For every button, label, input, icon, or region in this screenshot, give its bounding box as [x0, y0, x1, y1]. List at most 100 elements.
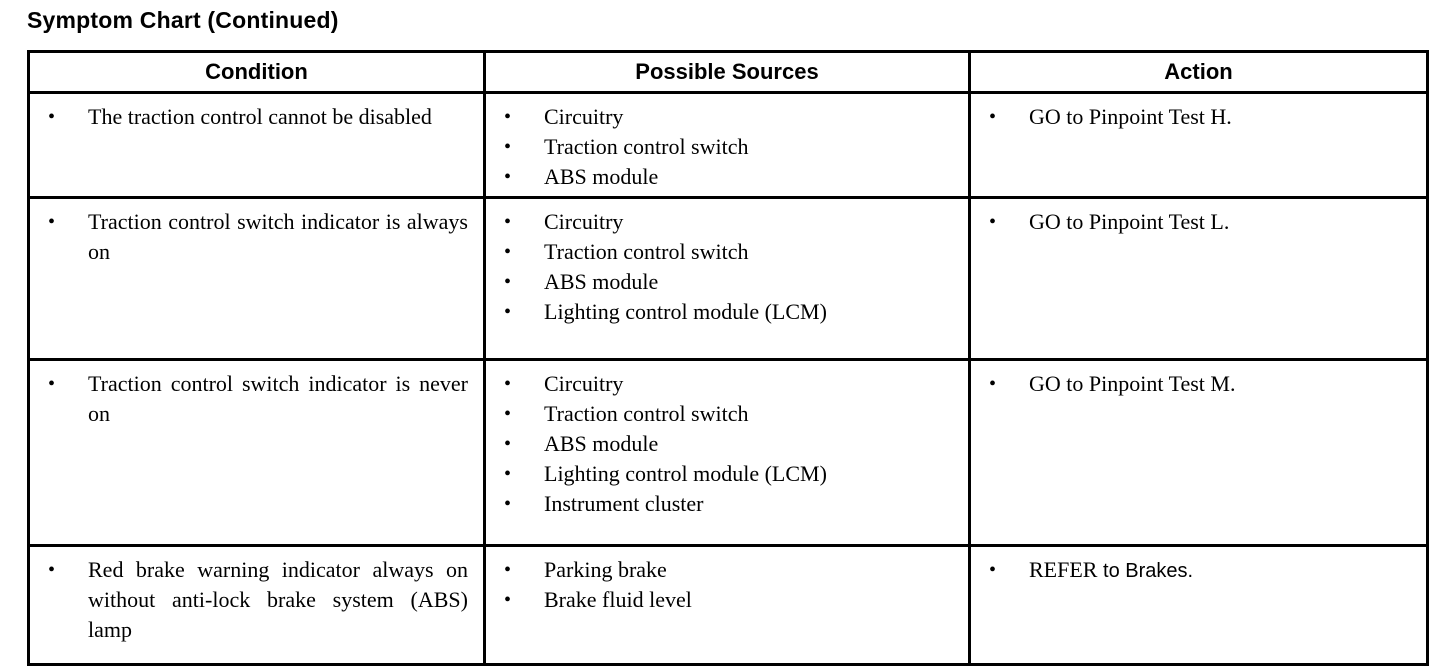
list-item-text: Traction control switch [544, 239, 749, 264]
list-item-text: The traction control cannot be disabled [88, 104, 432, 129]
bullet-icon: • [504, 301, 512, 323]
list-item-text: Red brake warning indicator always on wi… [88, 557, 468, 642]
list-item: • Traction control switch [486, 237, 962, 267]
table-row: • Traction control switch indicator is al… [27, 196, 1429, 361]
table-header: Condition Possible Sources Action [27, 50, 1429, 94]
cell-possible-sources: •Circuitry • Traction control switch • ABS m… [483, 91, 971, 199]
list-item: • Red brake warning indicator always on w… [30, 555, 477, 645]
list-item: • ABS module [486, 267, 962, 297]
cell-action: • GO to Pinpoint Test H. [968, 91, 1429, 199]
bullet-list: • Parking brake • Brake fluid level [486, 547, 968, 619]
list-item: • Traction control switch indicator is ne… [30, 369, 477, 429]
column-header-condition: Condition [27, 50, 486, 94]
bullet-icon: • [989, 211, 997, 233]
list-item-text: REFER to Brakes. [1029, 555, 1420, 586]
list-item-text: Lighting control module (LCM) [544, 299, 827, 324]
bullet-icon: • [504, 271, 512, 293]
list-item-text: Traction control switch indicator is alw… [88, 209, 468, 264]
bullet-list: • GO to Pinpoint Test L. [971, 199, 1426, 241]
bullet-icon: • [504, 241, 512, 263]
bullet-icon: • [989, 373, 997, 395]
bullet-list: • Traction control switch indicator is al… [30, 199, 483, 271]
list-item-text: Parking brake [544, 557, 667, 582]
list-item-text: GO to Pinpoint Test L. [1029, 209, 1230, 234]
list-item: • REFER to Brakes. [971, 555, 1420, 586]
list-item: • Lighting control module (LCM) [486, 297, 962, 327]
table-row: • The traction control cannot be disabled… [27, 91, 1429, 199]
list-item-text: Circuitry [544, 209, 624, 234]
text-run-sans: to Brakes. [1097, 560, 1194, 582]
bullet-icon: • [504, 136, 512, 158]
bullet-icon: • [504, 559, 512, 581]
bullet-list: • Circuitry • Traction control switch • ABS m… [486, 199, 968, 331]
bullet-list: •Circuitry • Traction control switch • ABS m… [486, 94, 968, 196]
bullet-icon: • [504, 403, 512, 425]
bullet-icon: • [504, 589, 512, 611]
table-row: • Red brake warning indicator always on w… [27, 544, 1429, 666]
bullet-icon: • [504, 493, 512, 515]
list-item: • The traction control cannot be disabled [30, 102, 477, 132]
bullet-icon: • [48, 106, 56, 128]
list-item-text: Traction control switch [544, 134, 749, 159]
bullet-icon: • [989, 559, 997, 581]
list-item: • Traction control switch [486, 399, 962, 429]
list-item-text: Traction control switch indicator is nev… [88, 371, 468, 426]
list-item: • Brake fluid level [486, 585, 962, 615]
list-item-text: GO to Pinpoint Test M. [1029, 371, 1236, 396]
cell-action: • GO to Pinpoint Test M. [968, 358, 1429, 547]
list-item: • Traction control switch indicator is al… [30, 207, 477, 267]
column-header-possible-sources: Possible Sources [483, 50, 971, 94]
list-item-text: ABS module [544, 431, 659, 456]
list-item-text: Circuitry [544, 371, 624, 396]
bullet-icon: • [48, 559, 56, 581]
bullet-list: • The traction control cannot be disabled [30, 94, 483, 136]
bullet-list: • Red brake warning indicator always on w… [30, 547, 483, 649]
cell-condition: • Traction control switch indicator is ne… [27, 358, 486, 547]
list-item-text: ABS module [544, 164, 659, 189]
bullet-icon: • [504, 166, 512, 188]
list-item-text: GO to Pinpoint Test H. [1029, 104, 1232, 129]
list-item: •Lighting control module (LCM) [486, 459, 962, 489]
bullet-list: • GO to Pinpoint Test M. [971, 361, 1426, 403]
cell-condition: • Red brake warning indicator always on w… [27, 544, 486, 666]
list-item: • GO to Pinpoint Test L. [971, 207, 1420, 237]
list-item: • Traction control switch [486, 132, 962, 162]
bullet-icon: • [504, 211, 512, 233]
list-item: • GO to Pinpoint Test H. [971, 102, 1420, 132]
bullet-icon: • [48, 211, 56, 233]
cell-action: • GO to Pinpoint Test L. [968, 196, 1429, 361]
table-row: • Traction control switch indicator is ne… [27, 358, 1429, 547]
list-item-text: Traction control switch [544, 401, 749, 426]
list-item: • Parking brake [486, 555, 962, 585]
table-header-row: Condition Possible Sources Action [27, 50, 1429, 94]
list-item: •Circuitry [486, 102, 962, 132]
bullet-icon: • [989, 106, 997, 128]
symptom-chart-table: Condition Possible Sources Action • The t… [27, 50, 1429, 666]
list-item-text: Instrument cluster [544, 491, 704, 516]
cell-condition: • Traction control switch indicator is al… [27, 196, 486, 361]
bullet-list: • Circuitry • Traction control switch • ABS m… [486, 361, 968, 523]
list-item: • Instrument cluster [486, 489, 962, 519]
bullet-icon: • [504, 433, 512, 455]
list-item: • Circuitry [486, 369, 962, 399]
list-item-text: Circuitry [544, 104, 624, 129]
list-item: • ABS module [486, 162, 962, 192]
cell-possible-sources: • Parking brake • Brake fluid level [483, 544, 971, 666]
list-item-text: ABS module [544, 269, 659, 294]
bullet-list: • Traction control switch indicator is ne… [30, 361, 483, 433]
list-item-text: Brake fluid level [544, 587, 692, 612]
list-item-text: Lighting control module (LCM) [544, 461, 827, 486]
bullet-icon: • [504, 373, 512, 395]
table-body: • The traction control cannot be disabled… [27, 91, 1429, 666]
text-run-serif: REFER [1029, 557, 1098, 582]
cell-possible-sources: • Circuitry • Traction control switch • ABS m… [483, 358, 971, 547]
bullet-icon: • [48, 373, 56, 395]
cell-condition: • The traction control cannot be disabled [27, 91, 486, 199]
cell-action: • REFER to Brakes. [968, 544, 1429, 666]
column-header-action: Action [968, 50, 1429, 94]
bullet-list: • REFER to Brakes. [971, 547, 1426, 590]
cell-possible-sources: • Circuitry • Traction control switch • ABS m… [483, 196, 971, 361]
list-item: • GO to Pinpoint Test M. [971, 369, 1420, 399]
list-item: • Circuitry [486, 207, 962, 237]
